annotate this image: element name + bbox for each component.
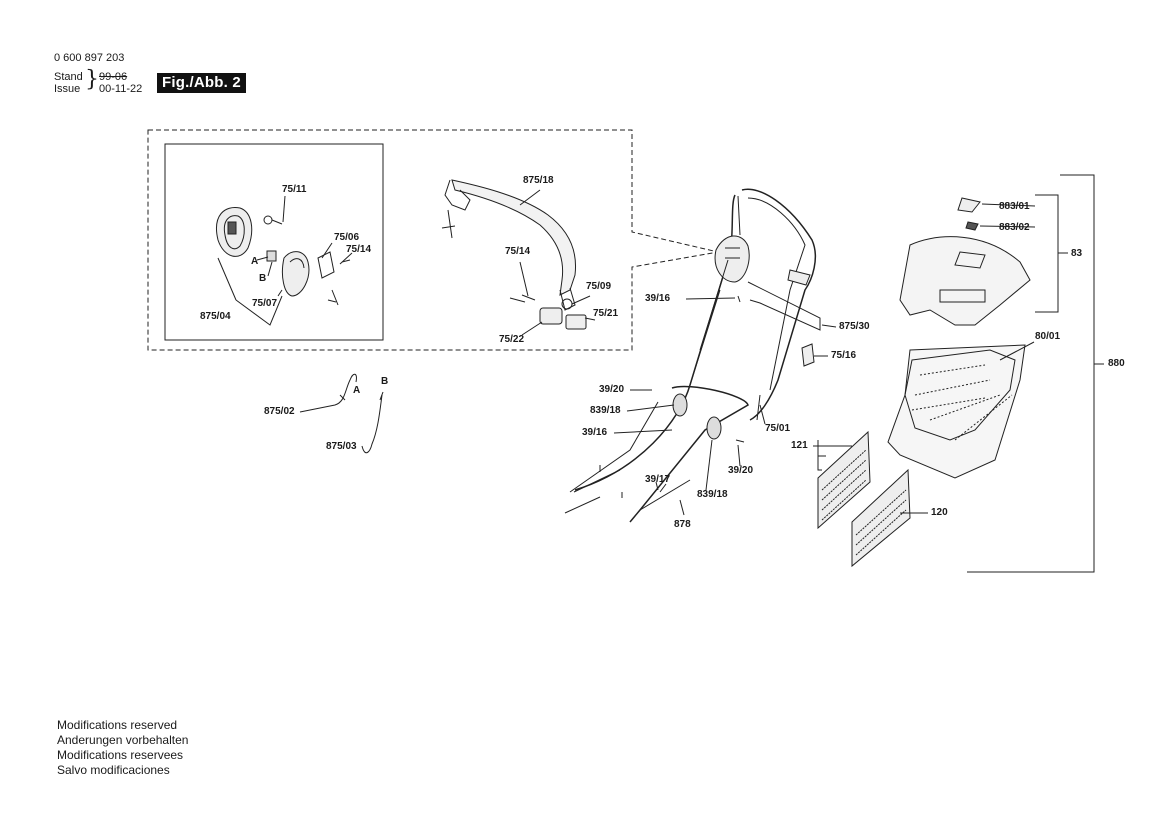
footer-line-2: Anderungen vorbehalten	[57, 733, 189, 747]
inset-frame	[147, 129, 719, 351]
part-label-75-14: 75/14	[346, 244, 372, 255]
part-label-80-01: 80/01	[1035, 331, 1061, 342]
brace-icon: }	[85, 67, 99, 92]
part-label-39-20: 39/20	[599, 384, 625, 395]
part-label-875-04: 875/04	[200, 311, 231, 322]
footer-line-3: Modifications reservees	[57, 748, 184, 762]
part-label-878: 878	[674, 519, 691, 530]
issue-date: 00-11-22	[99, 83, 143, 95]
part-label-A: A	[353, 385, 361, 396]
handle-bar-drawing	[441, 179, 596, 336]
part-label-B: B	[259, 273, 267, 284]
part-label-83: 83	[1071, 248, 1083, 259]
footer-line-4: Salvo modificaciones	[57, 763, 170, 777]
part-label-880: 880	[1108, 358, 1125, 369]
part-label-75-06: 75/06	[334, 232, 360, 243]
part-label-875-03: 875/03	[326, 441, 357, 452]
switch-housing-drawing	[216, 195, 353, 326]
footer-line-1: Modifications reserved	[57, 718, 178, 732]
part-label-75-22: 75/22	[499, 334, 525, 345]
old-date: 99-06	[99, 71, 128, 83]
grass-box-drawing	[813, 174, 1104, 573]
part-label-39-17: 39/17	[645, 474, 671, 485]
part-label-39-16: 39/16	[582, 427, 608, 438]
part-label-883-02: 883/02	[999, 222, 1030, 233]
part-label-75-14: 75/14	[505, 246, 531, 257]
part-label-75-07: 75/07	[252, 298, 278, 309]
part-label-875-30: 875/30	[839, 321, 870, 332]
part-label-A: A	[251, 256, 259, 267]
handle-assembly-drawing	[564, 188, 837, 523]
part-label-B: B	[381, 376, 389, 387]
part-label-875-02: 875/02	[264, 406, 295, 417]
part-label-75-09: 75/09	[586, 281, 612, 292]
cables-drawing	[299, 373, 384, 454]
part-label-75-11: 75/11	[282, 184, 307, 195]
part-label-39-20: 39/20	[728, 465, 754, 476]
part-label-839-18: 839/18	[590, 405, 621, 416]
figure-label: Fig./Abb. 2	[157, 73, 246, 93]
stand-label: Stand	[54, 71, 83, 83]
part-label-839-18: 839/18	[697, 489, 728, 500]
part-label-39-16: 39/16	[645, 293, 671, 304]
part-label-75-21: 75/21	[593, 308, 619, 319]
part-label-875-18: 875/18	[523, 175, 554, 186]
part-label-121: 121	[791, 440, 808, 451]
part-label-883-01: 883/01	[999, 201, 1030, 212]
inset-box	[164, 143, 384, 341]
part-label-75-01: 75/01	[765, 423, 791, 434]
part-label-75-16: 75/16	[831, 350, 857, 361]
part-number: 0 600 897 203	[54, 52, 125, 64]
issue-label: Issue	[54, 83, 81, 95]
part-label-120: 120	[931, 507, 948, 518]
